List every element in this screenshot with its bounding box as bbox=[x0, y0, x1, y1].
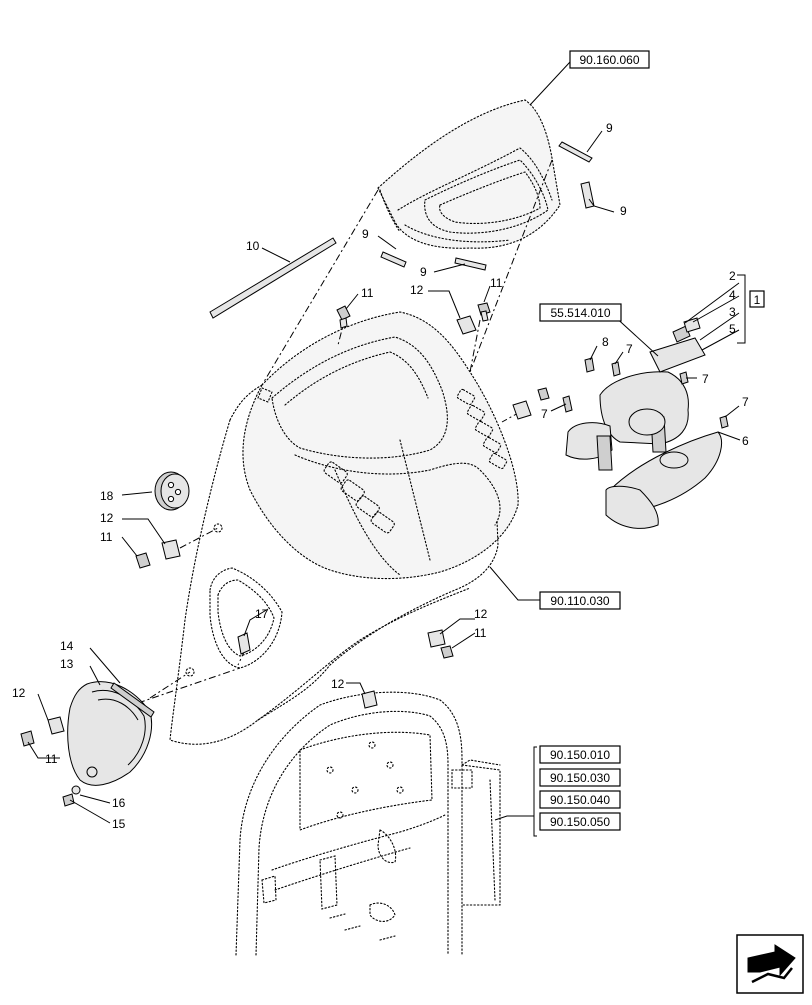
callout-10: 10 bbox=[246, 239, 260, 253]
callout-11: 11 bbox=[100, 530, 113, 544]
callout-7: 7 bbox=[742, 395, 749, 409]
reference-90-150-030[interactable]: 90.150.030 bbox=[539, 768, 621, 787]
callout-11: 11 bbox=[45, 752, 58, 766]
callout-4: 4 bbox=[729, 288, 736, 302]
callout-1-box: 1 bbox=[749, 290, 765, 308]
callout-18: 18 bbox=[100, 489, 114, 503]
callout-7: 7 bbox=[541, 407, 548, 421]
svg-text:90.160.060: 90.160.060 bbox=[579, 53, 639, 67]
part-18-grommet bbox=[154, 471, 190, 511]
callout-11: 11 bbox=[474, 626, 487, 640]
callout-numbers: 9 9 9 9 10 11 12 11 2 4 3 5 8 7 7 7 7 6 … bbox=[12, 121, 749, 831]
callout-9: 9 bbox=[606, 121, 613, 135]
fasteners bbox=[20, 302, 550, 807]
svg-text:55.514.010: 55.514.010 bbox=[550, 306, 610, 320]
part-1-6-shroud-assembly bbox=[562, 317, 729, 529]
callout-12: 12 bbox=[474, 607, 488, 621]
callout-9: 9 bbox=[620, 204, 627, 218]
roof-headliner bbox=[377, 99, 561, 249]
callout-2: 2 bbox=[729, 269, 736, 283]
callout-9: 9 bbox=[420, 265, 427, 279]
reference-90-110-030[interactable]: 90.110.030 bbox=[539, 591, 621, 610]
callout-7: 7 bbox=[702, 372, 709, 386]
callout-17: 17 bbox=[255, 607, 269, 621]
reference-90-150-010[interactable]: 90.150.010 bbox=[539, 745, 621, 764]
callout-12: 12 bbox=[410, 283, 424, 297]
reference-90-150-050[interactable]: 90.150.050 bbox=[539, 812, 621, 831]
callout-11: 11 bbox=[490, 276, 503, 290]
next-page-arrow-icon[interactable] bbox=[736, 934, 804, 994]
svg-text:1: 1 bbox=[754, 293, 761, 307]
callout-14: 14 bbox=[60, 639, 74, 653]
svg-text:90.150.050: 90.150.050 bbox=[550, 815, 610, 829]
front-console-trim bbox=[169, 311, 519, 745]
callout-16: 16 bbox=[112, 796, 126, 810]
callout-3: 3 bbox=[729, 305, 736, 319]
callout-12: 12 bbox=[12, 686, 26, 700]
callout-5: 5 bbox=[729, 322, 736, 336]
cab-frame bbox=[235, 691, 501, 956]
callout-6: 6 bbox=[742, 434, 749, 448]
part-9-small-strips bbox=[380, 141, 595, 271]
svg-text:90.150.040: 90.150.040 bbox=[550, 793, 610, 807]
callout-13: 13 bbox=[60, 657, 74, 671]
callout-8: 8 bbox=[602, 335, 609, 349]
callout-11: 11 bbox=[361, 286, 374, 300]
callout-12: 12 bbox=[100, 511, 114, 525]
svg-text:90.150.010: 90.150.010 bbox=[550, 748, 610, 762]
callout-15: 15 bbox=[112, 817, 126, 831]
svg-text:90.150.030: 90.150.030 bbox=[550, 771, 610, 785]
reference-90-150-040[interactable]: 90.150.040 bbox=[539, 790, 621, 809]
part-13-14-storage-box bbox=[67, 681, 155, 786]
reference-90-160-060[interactable]: 90.160.060 bbox=[569, 50, 650, 69]
callout-12: 12 bbox=[331, 677, 345, 691]
callout-9: 9 bbox=[362, 227, 369, 241]
svg-text:90.110.030: 90.110.030 bbox=[550, 594, 609, 608]
reference-55-514-010[interactable]: 55.514.010 bbox=[539, 303, 622, 322]
part-10-trim-strip bbox=[209, 237, 337, 319]
leader-lines bbox=[27, 61, 746, 837]
callout-7: 7 bbox=[626, 342, 633, 356]
